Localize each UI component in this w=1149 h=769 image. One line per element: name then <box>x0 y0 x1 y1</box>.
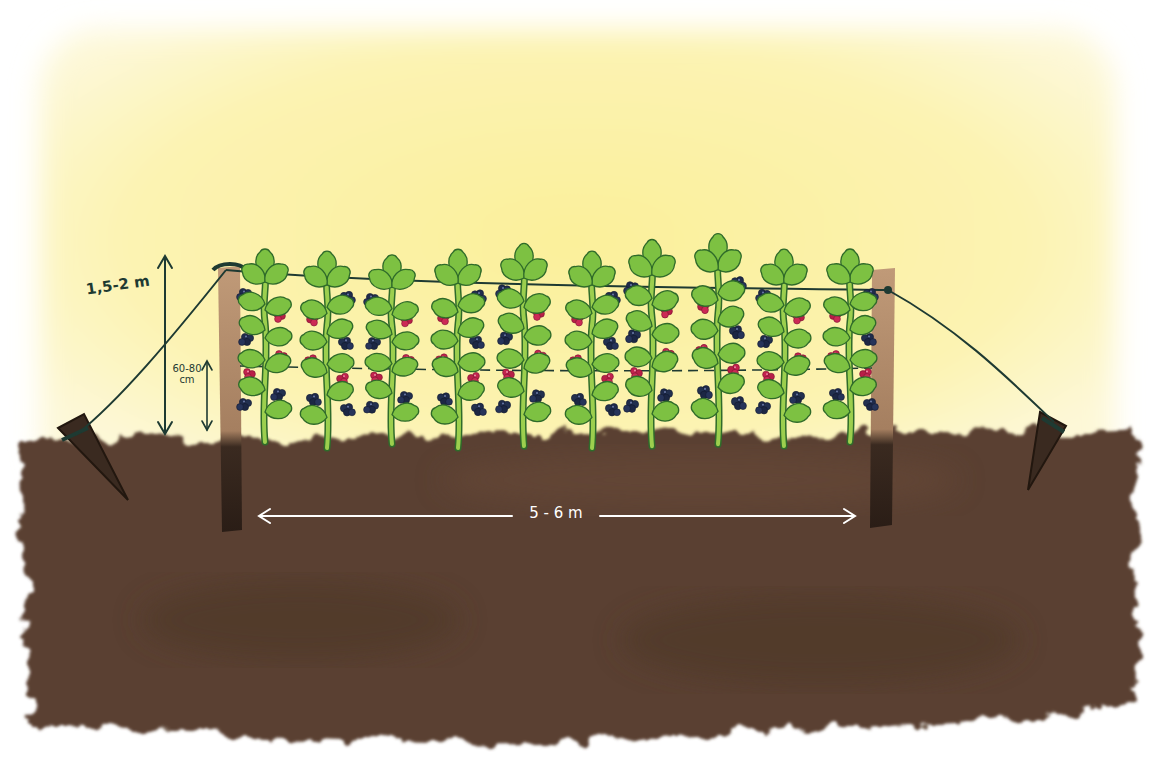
anchor-stake <box>1028 412 1066 490</box>
soil <box>20 430 1138 744</box>
berry-plant <box>430 249 487 448</box>
dimension-label: 60-80 cm <box>170 364 204 385</box>
berry-plant <box>299 251 356 448</box>
post <box>218 266 242 532</box>
soil-shade <box>140 580 460 660</box>
wire-height-dimension <box>202 361 212 430</box>
wire-knot <box>213 264 246 270</box>
guy-wire <box>888 290 1054 422</box>
guy-wire <box>76 270 226 435</box>
berry-plant <box>690 234 747 444</box>
wire-knot <box>62 428 88 440</box>
berry-plant <box>822 249 879 442</box>
berry-plant <box>237 249 294 442</box>
anchor-stake <box>58 414 128 500</box>
berry-row <box>237 234 879 448</box>
sky-glow <box>40 30 1115 500</box>
dimension-label: 5 - 6 m <box>514 506 598 522</box>
height-dimension <box>158 256 172 434</box>
berry-plant <box>624 239 681 446</box>
berry-plant <box>564 251 621 448</box>
berry-plant <box>364 255 421 444</box>
berry-plant <box>756 249 813 446</box>
dimension-label: 1,5-2 m <box>77 273 158 300</box>
post <box>870 268 895 528</box>
berry-plant <box>496 243 553 446</box>
soil-shade <box>620 595 1020 685</box>
